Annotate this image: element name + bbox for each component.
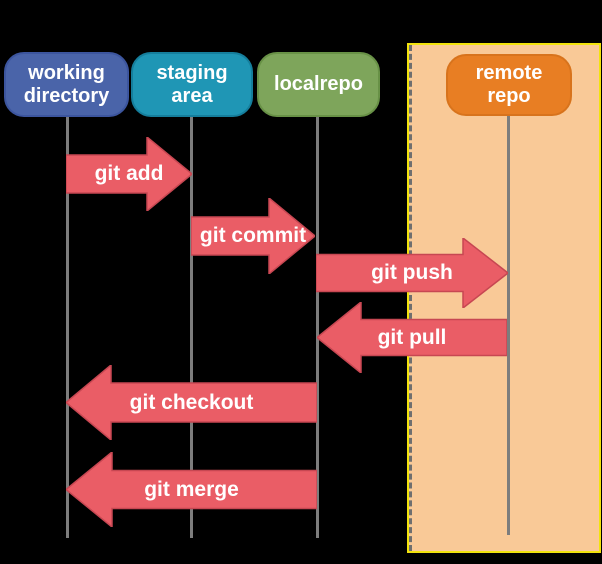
lane-box-localrepo: localrepo: [257, 52, 380, 117]
lane-box-staging-area: staging area: [131, 52, 253, 117]
git-commit-arrow: git commit: [191, 198, 315, 274]
git-merge-arrow: git merge: [66, 452, 317, 527]
lane-box-remote-repo: remote repo: [446, 54, 572, 116]
right-arrow-icon: [191, 198, 315, 274]
left-arrow-icon: [317, 302, 507, 373]
remote-repo-panel: [407, 43, 601, 553]
panel-dashed-edge: [409, 45, 412, 551]
git-checkout-label: git checkout: [129, 390, 254, 414]
lane-label-localrepo: localrepo: [274, 73, 363, 95]
right-arrow-icon: [66, 137, 192, 211]
lane-label-remote-repo: remote repo: [475, 62, 543, 107]
git-checkout-arrow: git checkout: [66, 365, 317, 440]
lifeline-remote-repo: [507, 115, 510, 535]
git-pull-arrow: git pull: [317, 302, 507, 373]
left-arrow-icon: [66, 365, 317, 440]
git-add-arrow: git add: [66, 137, 192, 211]
lane-label-staging-area: staging area: [156, 61, 228, 107]
git-commit-label: git commit: [199, 224, 307, 247]
lane-label-working-directory: working directory: [23, 61, 110, 107]
lane-box-working-directory: working directory: [4, 52, 129, 117]
git-merge-label: git merge: [144, 477, 239, 501]
lifeline-working-directory: [66, 117, 69, 538]
lifeline-staging-area: [190, 117, 193, 538]
git-add-label: git add: [94, 162, 164, 185]
right-arrow-icon: [316, 238, 508, 308]
left-arrow-icon: [66, 452, 317, 527]
git-push-label: git push: [371, 261, 453, 284]
git-push-arrow: git push: [316, 238, 508, 308]
lifeline-localrepo: [316, 117, 319, 538]
git-pull-label: git pull: [377, 325, 447, 349]
